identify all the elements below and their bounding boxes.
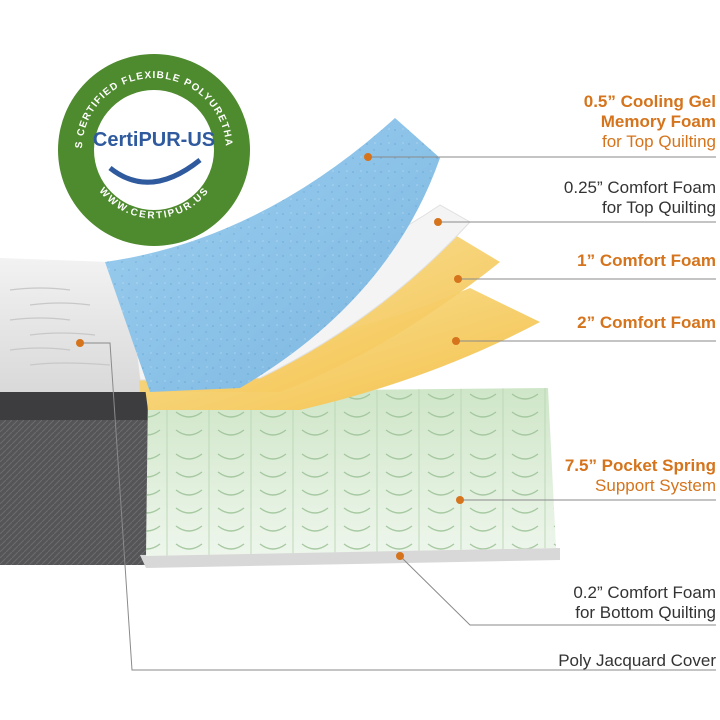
label-bottom-line2: for Bottom Quilting (575, 603, 716, 622)
spring-coils (146, 388, 556, 556)
badge-swoosh-icon (108, 158, 202, 185)
label-gel-memory-foam: 0.5” Cooling Gel Memory Foam for Top Qui… (584, 92, 716, 152)
label-jacquard-cover: Poly Jacquard Cover (558, 651, 716, 671)
label-cover-line1: Poly Jacquard Cover (558, 651, 716, 670)
label-1in-line1: 1” Comfort Foam (577, 251, 716, 270)
label-pocket-spring: 7.5” Pocket Spring Support System (565, 456, 716, 496)
label-comfort-foam-1in: 1” Comfort Foam (577, 251, 716, 271)
label-spring-line2: Support System (595, 476, 716, 495)
label-gel-line1: 0.5” Cooling Gel (583, 92, 716, 111)
mattress-top-quilt (0, 258, 150, 392)
mattress-border (0, 392, 156, 420)
leader-lines (80, 156, 716, 671)
leader-dots (76, 153, 464, 560)
label-025-line1: 0.25” Comfort Foam (563, 178, 716, 197)
badge-center (94, 90, 214, 210)
label-gel-line2: Memory Foam (600, 112, 716, 131)
bottom-comfort-layer (140, 548, 560, 568)
label-2in-line1: 2” Comfort Foam (577, 313, 716, 332)
label-comfort-foam-025: 0.25” Comfort Foam for Top Quilting (564, 178, 716, 218)
label-spring-line1: 7.5” Pocket Spring (564, 456, 716, 475)
label-comfort-foam-2in: 2” Comfort Foam (577, 313, 716, 333)
label-025-line2: for Top Quilting (601, 198, 716, 217)
label-bottom-line1: 0.2” Comfort Foam (573, 583, 716, 602)
label-bottom-comfort-foam: 0.2” Comfort Foam for Bottom Quilting (573, 583, 716, 623)
label-gel-line3: for Top Quilting (601, 132, 716, 151)
quilt-stitches (9, 287, 111, 366)
mattress-side-cover (0, 420, 156, 565)
badge-brand-text: CertiPUR-US (93, 129, 215, 151)
